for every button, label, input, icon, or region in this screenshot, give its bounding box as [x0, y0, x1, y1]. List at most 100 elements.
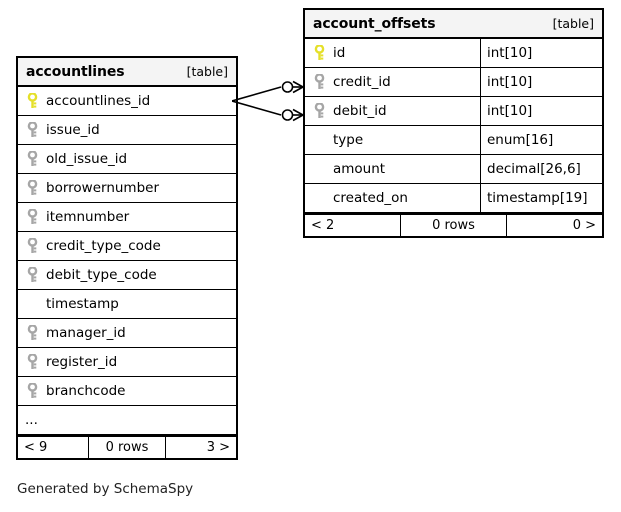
table-row[interactable]: debit_id int[10] [305, 97, 602, 126]
table-title: accountlines [26, 63, 125, 80]
primary-key-icon [27, 93, 38, 108]
column-name: created_on [333, 190, 408, 206]
column-name-cell: accountlines_id [18, 87, 236, 115]
column-name-cell: amount [305, 155, 480, 183]
table-title: account_offsets [313, 15, 436, 32]
children-count[interactable]: 0 > [572, 218, 596, 233]
column-name-cell: old_issue_id [18, 145, 236, 173]
column-type: timestamp[19] [487, 190, 588, 206]
foreign-key-icon [314, 74, 325, 89]
column-type-cell: int[10] [480, 97, 602, 125]
column-name-cell: issue_id [18, 116, 236, 144]
foreign-key-icon [27, 267, 38, 282]
column-name: type [333, 132, 364, 148]
table-row[interactable]: credit_type_code [18, 232, 236, 261]
table-row[interactable]: register_id [18, 348, 236, 377]
table-row[interactable]: manager_id [18, 319, 236, 348]
table-type-tag: [table] [552, 16, 594, 31]
column-type: int[10] [487, 74, 533, 90]
table-row[interactable]: amount decimal[26,6] [305, 155, 602, 184]
foreign-key-icon [27, 383, 38, 398]
column-name-cell: ... [18, 406, 236, 434]
column-type: int[10] [487, 45, 533, 61]
foreign-key-icon [27, 122, 38, 137]
no-key-spacer [313, 190, 326, 206]
table-type-tag: [table] [186, 64, 228, 79]
column-type-cell: int[10] [480, 39, 602, 67]
table-row[interactable]: itemnumber [18, 203, 236, 232]
foreign-key-icon [27, 180, 38, 195]
table-header-account-offsets: account_offsets [table] [305, 10, 602, 39]
column-name-cell: debit_type_code [18, 261, 236, 289]
no-key-spacer [313, 161, 326, 177]
column-name: issue_id [46, 122, 100, 138]
parents-count[interactable]: < 9 [24, 440, 48, 455]
table-account-offsets[interactable]: account_offsets [table] id int[10] cred [303, 8, 604, 238]
table-row[interactable]: debit_type_code [18, 261, 236, 290]
column-name: itemnumber [46, 209, 130, 225]
column-name-cell: timestamp [18, 290, 236, 318]
column-name: debit_type_code [46, 267, 157, 283]
column-name: ... [25, 412, 38, 428]
column-type-cell: int[10] [480, 68, 602, 96]
column-name: old_issue_id [46, 151, 128, 167]
column-name-cell: register_id [18, 348, 236, 376]
column-name-cell: credit_type_code [18, 232, 236, 260]
foreign-key-icon [27, 151, 38, 166]
table-row[interactable]: issue_id [18, 116, 236, 145]
table-row[interactable]: credit_id int[10] [305, 68, 602, 97]
column-name-cell: itemnumber [18, 203, 236, 231]
foreign-key-icon [27, 325, 38, 340]
column-name: manager_id [46, 325, 126, 341]
row-count: 0 rows [400, 215, 507, 236]
primary-key-icon [314, 45, 325, 60]
column-name-cell: borrowernumber [18, 174, 236, 202]
table-row[interactable]: branchcode [18, 377, 236, 406]
foreign-key-icon [27, 238, 38, 253]
column-name: borrowernumber [46, 180, 160, 196]
table-row[interactable]: borrowernumber [18, 174, 236, 203]
foreign-key-icon [27, 209, 38, 224]
column-type: enum[16] [487, 132, 554, 148]
table-footer-account-offsets: < 2 0 rows 0 > [305, 213, 602, 236]
column-name-cell: debit_id [305, 97, 480, 125]
table-row[interactable]: timestamp [18, 290, 236, 319]
no-key-spacer [26, 296, 39, 312]
table-footer-accountlines: < 9 0 rows 3 > [18, 435, 236, 458]
table-header-accountlines: accountlines [table] [18, 58, 236, 87]
column-type-cell: timestamp[19] [480, 184, 602, 212]
column-name: amount [333, 161, 386, 177]
column-type-cell: enum[16] [480, 126, 602, 154]
children-count[interactable]: 3 > [206, 440, 230, 455]
column-type-cell: decimal[26,6] [480, 155, 602, 183]
column-name: branchcode [46, 383, 126, 399]
row-count: 0 rows [88, 437, 166, 458]
table-row[interactable]: type enum[16] [305, 126, 602, 155]
column-name-cell: branchcode [18, 377, 236, 405]
column-name: timestamp [46, 296, 119, 312]
column-name: debit_id [333, 103, 387, 119]
table-row[interactable]: accountlines_id [18, 87, 236, 116]
relationship-credit-id [232, 80, 304, 102]
column-name-cell: credit_id [305, 68, 480, 96]
relationship-debit-id [232, 100, 304, 122]
column-name-cell: created_on [305, 184, 480, 212]
column-name: id [333, 45, 346, 61]
foreign-key-icon [314, 103, 325, 118]
column-type: int[10] [487, 103, 533, 119]
column-type: decimal[26,6] [487, 161, 581, 177]
table-row[interactable]: old_issue_id [18, 145, 236, 174]
table-row-more-columns[interactable]: ... [18, 406, 236, 435]
column-name: credit_type_code [46, 238, 161, 254]
column-name-cell: manager_id [18, 319, 236, 347]
column-name: accountlines_id [46, 93, 151, 109]
column-name: register_id [46, 354, 118, 370]
column-name: credit_id [333, 74, 391, 90]
column-name-cell: id [305, 39, 480, 67]
column-name-cell: type [305, 126, 480, 154]
table-row[interactable]: created_on timestamp[19] [305, 184, 602, 213]
foreign-key-icon [27, 354, 38, 369]
parents-count[interactable]: < 2 [311, 218, 335, 233]
table-row[interactable]: id int[10] [305, 39, 602, 68]
table-accountlines[interactable]: accountlines [table] accountlines_id i [16, 56, 238, 460]
